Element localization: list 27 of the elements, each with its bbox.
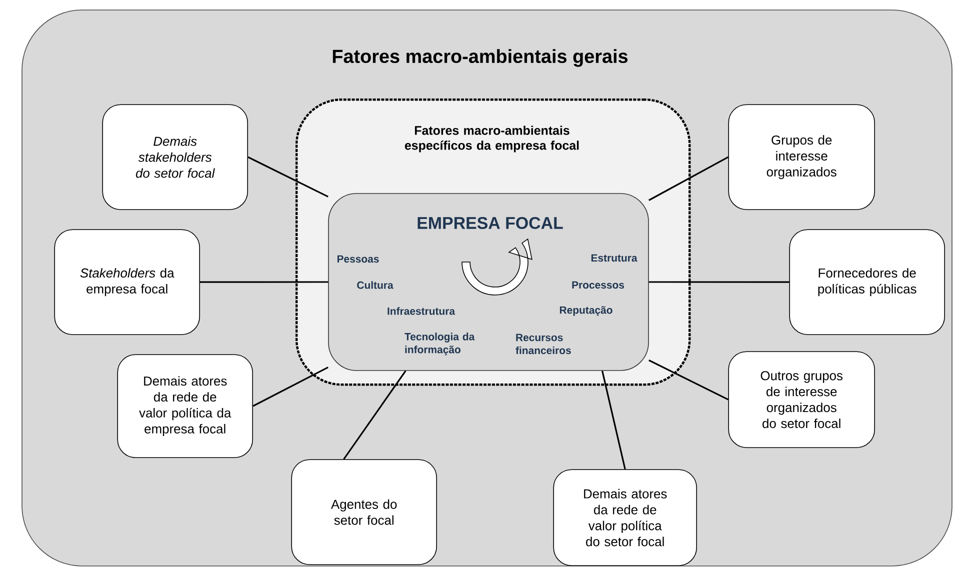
resource-label: Reputação (560, 306, 612, 316)
text-box: Fornecedores de políticas públicas (789, 229, 945, 335)
text-box: Demais atores da rede de valor política da empresa focal (117, 354, 253, 458)
text-box: Agentes do setor focal (291, 459, 437, 565)
connector-line (200, 281, 328, 283)
panel-title: Fatores macro-ambientais gerais (332, 49, 628, 67)
region-title: Fatores macro-ambientais específicos da empresa focal (404, 126, 579, 152)
text-box: Grupos de interesse organizados (728, 104, 875, 210)
resource-label: Tecnologia da informação (404, 332, 475, 356)
connector-line (602, 370, 626, 470)
connector-line (648, 360, 729, 400)
resource-label: Processos (572, 281, 624, 289)
text-box: Demais stakeholders do setor focal (102, 104, 248, 210)
connector-line (648, 156, 729, 201)
connector-line (252, 366, 328, 407)
resource-label: Cultura (357, 281, 394, 289)
text-box: Outros grupos de interesse organizados do setor focal (728, 351, 875, 448)
resource-label: Infraestrutura (388, 307, 456, 315)
resource-label: Pessoas (337, 255, 379, 263)
text-box: Stakeholders da empresa focal (54, 229, 200, 335)
company-heading: EMPRESA FOCAL (418, 217, 563, 229)
text-box: Demais atores da rede de valor política do setor focal (553, 469, 697, 566)
resource-label: Estrutura (591, 254, 638, 262)
connector-line (248, 156, 328, 198)
resource-label: Recursos financeiros (516, 334, 571, 354)
connector-line (648, 281, 790, 283)
company-box (328, 193, 649, 371)
